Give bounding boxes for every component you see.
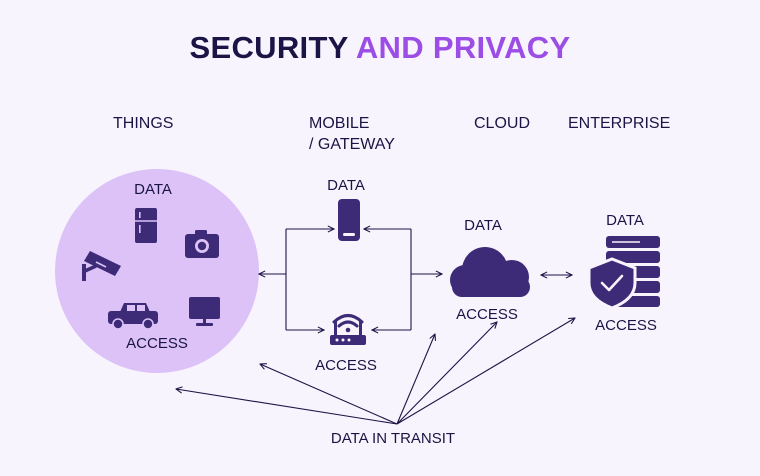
smartphone-icon	[338, 199, 360, 241]
transit-rays	[176, 318, 575, 425]
data-in-transit-label: DATA IN TRANSIT	[330, 430, 456, 447]
column-gateway: / GATEWAY	[309, 136, 395, 153]
connector-lines	[259, 229, 572, 330]
car-icon	[108, 303, 158, 330]
things-access-label: ACCESS	[126, 335, 188, 352]
column-things: THINGS	[113, 115, 174, 132]
cctv-icon	[82, 251, 121, 281]
things-circle	[55, 169, 259, 373]
fridge-icon	[135, 208, 157, 243]
enterprise-access-label: ACCESS	[595, 317, 657, 334]
cloud-data-label: DATA	[464, 217, 502, 234]
title-security: SECURITY	[189, 30, 349, 65]
cloud-icon	[450, 247, 530, 297]
mobile-data-label: DATA	[327, 177, 365, 194]
title-and-privacy: AND PRIVACY	[355, 30, 571, 65]
shield-check-icon	[587, 257, 637, 310]
enterprise-data-label: DATA	[606, 212, 644, 229]
things-data-label: DATA	[134, 181, 172, 198]
gateway-access-label: ACCESS	[315, 357, 377, 374]
cloud-access-label: ACCESS	[456, 306, 518, 323]
router-icon	[330, 314, 366, 345]
column-enterprise: ENTERPRISE	[568, 115, 671, 132]
monitor-icon	[189, 297, 220, 326]
page-title: SECURITY AND PRIVACY	[0, 30, 760, 66]
camera-icon	[185, 230, 219, 258]
column-mobile: MOBILE	[309, 115, 370, 132]
column-cloud: CLOUD	[474, 115, 531, 132]
